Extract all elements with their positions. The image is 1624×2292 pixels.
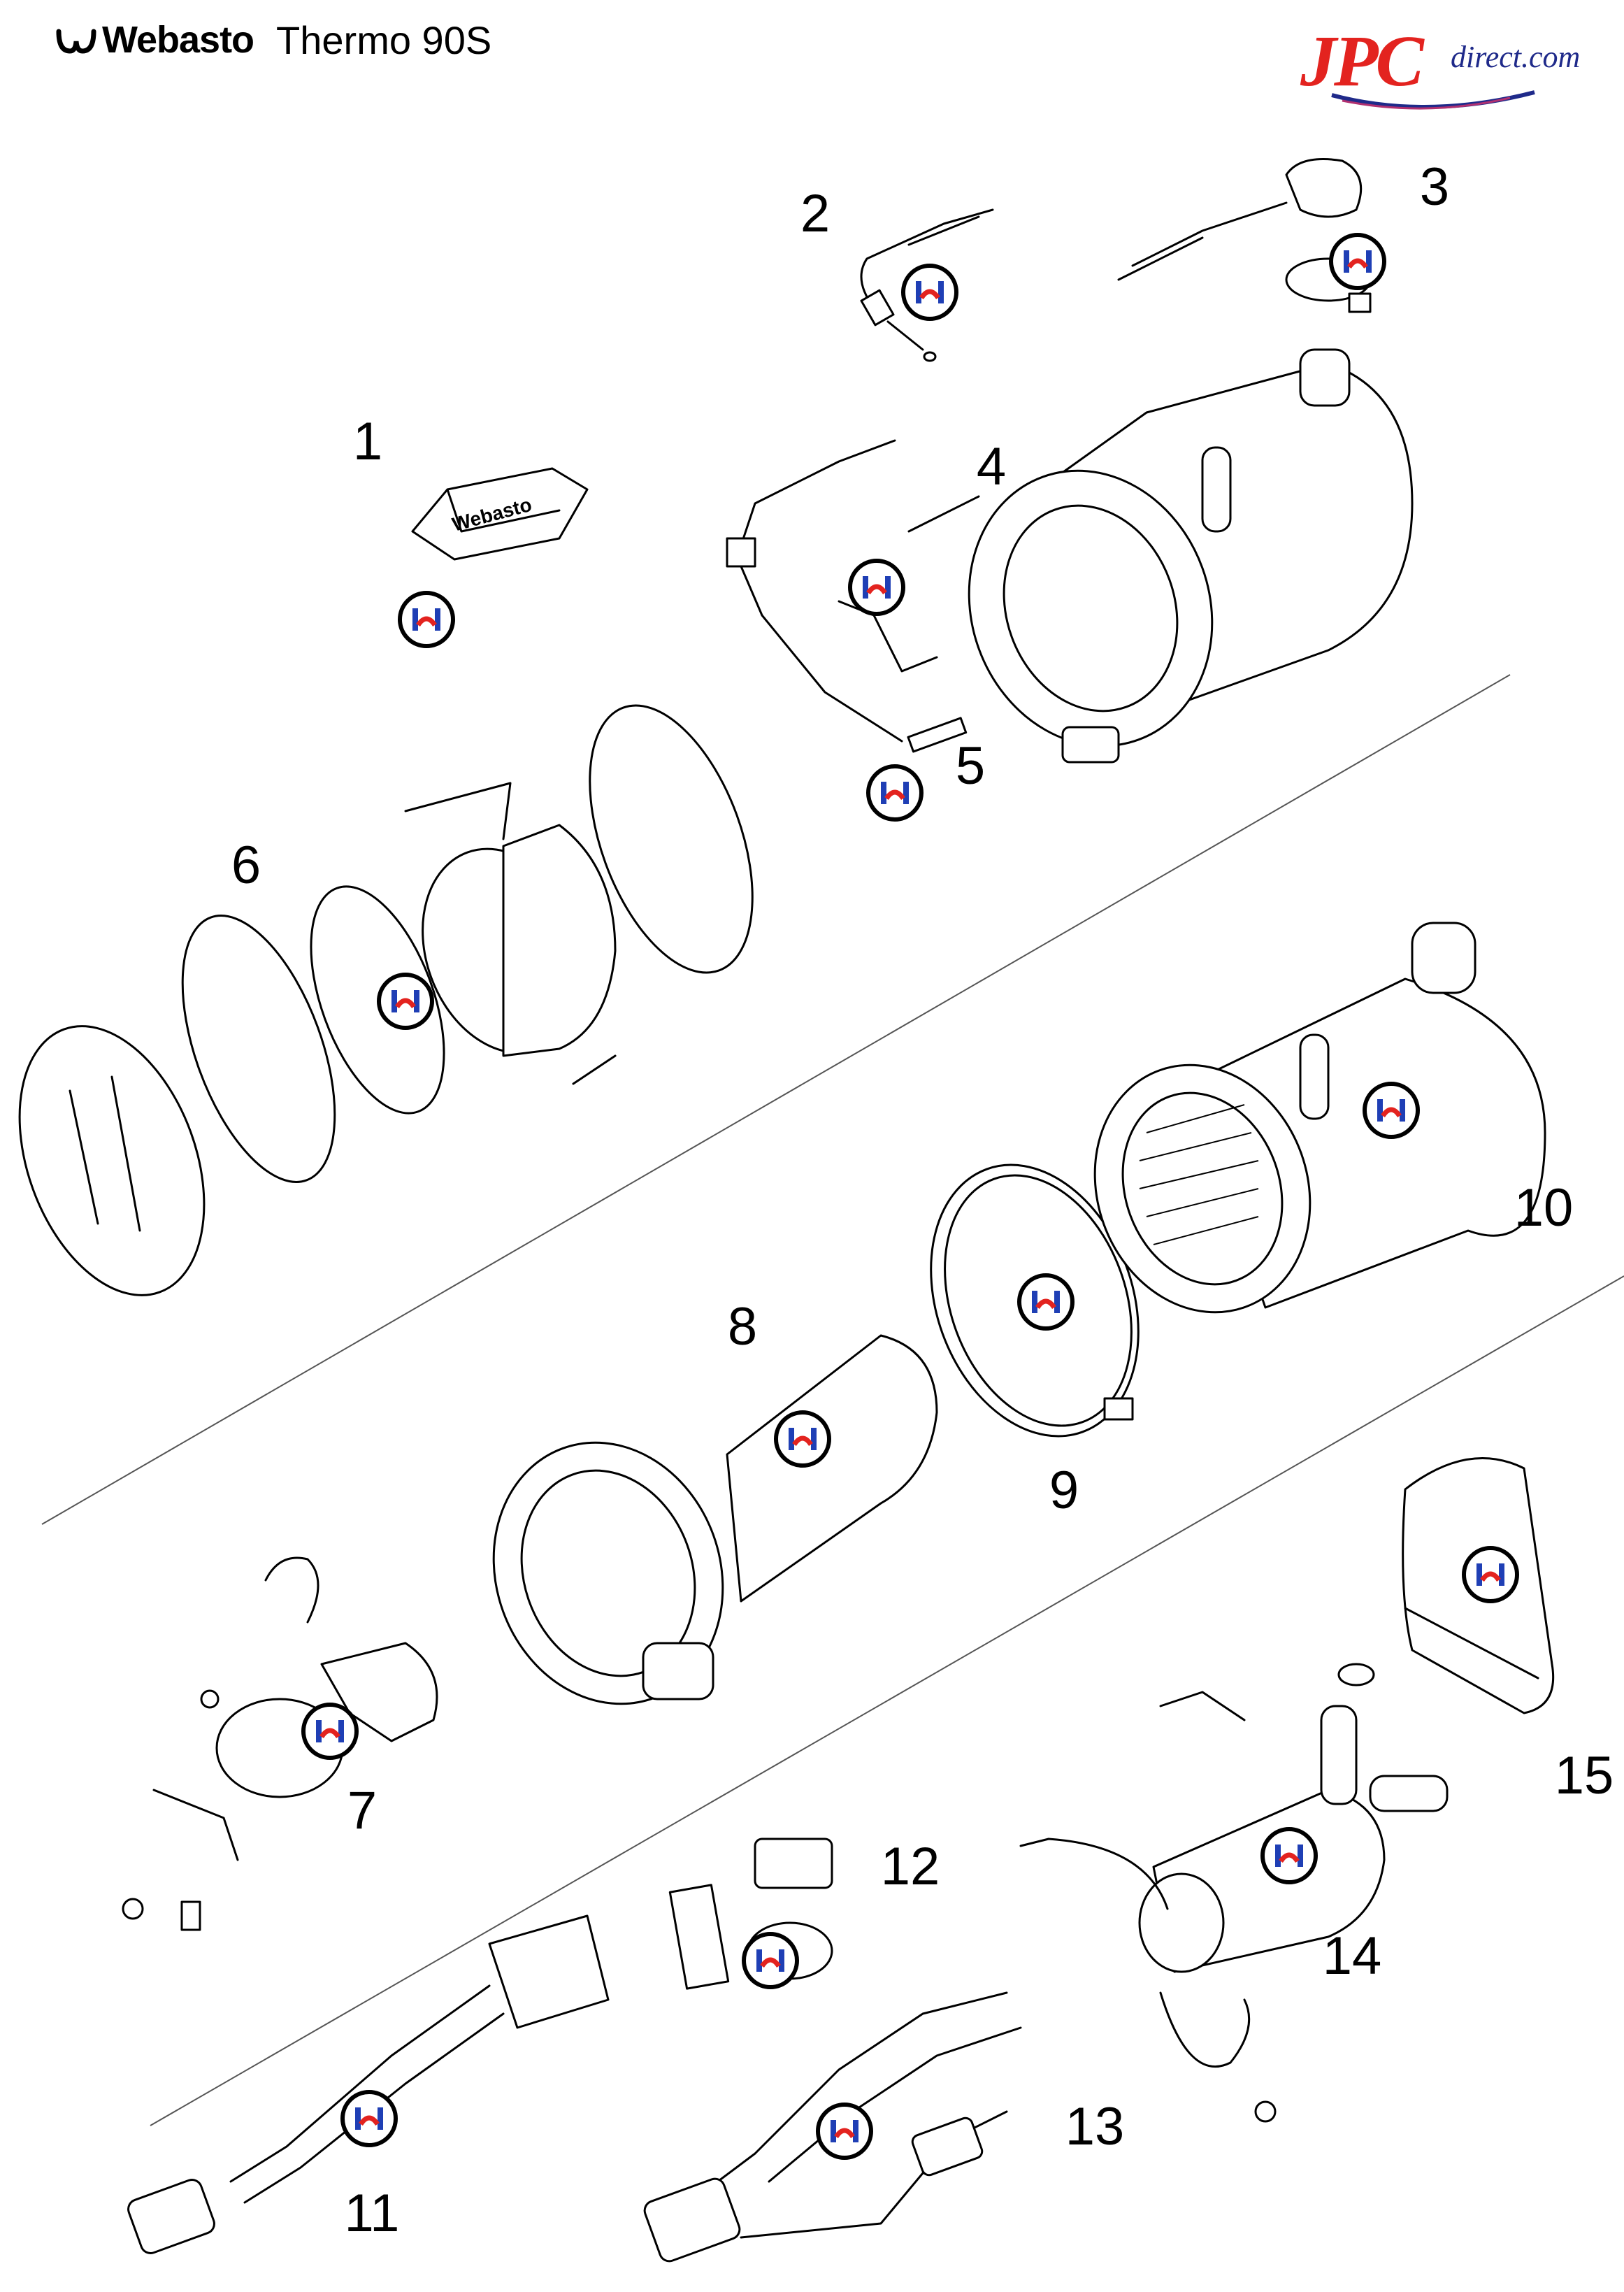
part-3-drawing	[1117, 158, 1372, 313]
part-11-link-badge-icon[interactable]	[338, 2088, 400, 2149]
part-number-10: 10	[1514, 1178, 1574, 1238]
part-number-7: 7	[347, 1781, 378, 1840]
part-number-8: 8	[727, 1297, 758, 1356]
part-number-14: 14	[1322, 1926, 1382, 1986]
divider-line-2	[150, 1275, 1624, 2126]
part-14-drawing	[1019, 1691, 1449, 2123]
part-number-3: 3	[1419, 157, 1450, 217]
divider-line-1	[41, 674, 1511, 1525]
part-7-link-badge-icon[interactable]	[299, 1700, 361, 1762]
part-6-drawing	[18, 704, 754, 1296]
part-7-drawing	[122, 1556, 438, 1931]
part-5-link-badge-icon[interactable]	[864, 762, 926, 824]
logo-swoosh-icon	[1331, 90, 1535, 110]
part-number-13: 13	[1065, 2097, 1125, 2156]
brand-name: Webasto	[102, 19, 254, 61]
jpc-logo-main: JPC	[1300, 21, 1424, 101]
model-name: Thermo 90S	[276, 17, 492, 62]
jpc-logo-sub: direct.com	[1451, 40, 1581, 74]
jpc-direct-logo[interactable]: JPC direct.com	[1300, 25, 1601, 116]
part-number-15: 15	[1554, 1746, 1614, 1805]
document-header: Webasto Thermo 90S	[56, 15, 491, 64]
part-13-link-badge-icon[interactable]	[814, 2100, 875, 2162]
part-2-link-badge-icon[interactable]	[899, 262, 961, 323]
webasto-logo-icon	[56, 29, 96, 54]
part-number-12: 12	[880, 1837, 940, 1896]
part-3-link-badge-icon[interactable]	[1327, 231, 1388, 292]
part-1-drawing: Webasto	[411, 467, 589, 561]
part-15-link-badge-icon[interactable]	[1460, 1544, 1521, 1605]
part-12-link-badge-icon[interactable]	[740, 1930, 801, 1991]
part-number-5: 5	[955, 736, 986, 796]
heater-body-top-drawing	[968, 348, 1414, 764]
part-1-link-badge-icon[interactable]	[396, 589, 457, 650]
part-11-drawing	[127, 1914, 610, 2254]
part-6-link-badge-icon[interactable]	[375, 970, 436, 1032]
part-number-9: 9	[1049, 1461, 1079, 1520]
part-2-drawing	[860, 208, 994, 362]
part-8-link-badge-icon[interactable]	[772, 1408, 833, 1470]
part-9-link-badge-icon[interactable]	[1015, 1271, 1077, 1333]
part-number-11: 11	[344, 2184, 400, 2243]
part-9-drawing	[930, 1163, 1140, 1438]
part-4-link-badge-icon[interactable]	[846, 557, 907, 618]
part-number-2: 2	[800, 184, 831, 243]
part-4-5-drawing	[726, 439, 980, 753]
part-10-link-badge-icon[interactable]	[1360, 1080, 1422, 1141]
part-13-drawing	[643, 1991, 1022, 2263]
part-8-drawing	[492, 1334, 938, 1705]
part-number-1: 1	[352, 412, 383, 471]
part-10-drawing	[1093, 922, 1546, 1314]
part-number-4: 4	[976, 437, 1007, 496]
part-14-link-badge-icon[interactable]	[1258, 1825, 1320, 1886]
part-number-6: 6	[231, 836, 261, 895]
